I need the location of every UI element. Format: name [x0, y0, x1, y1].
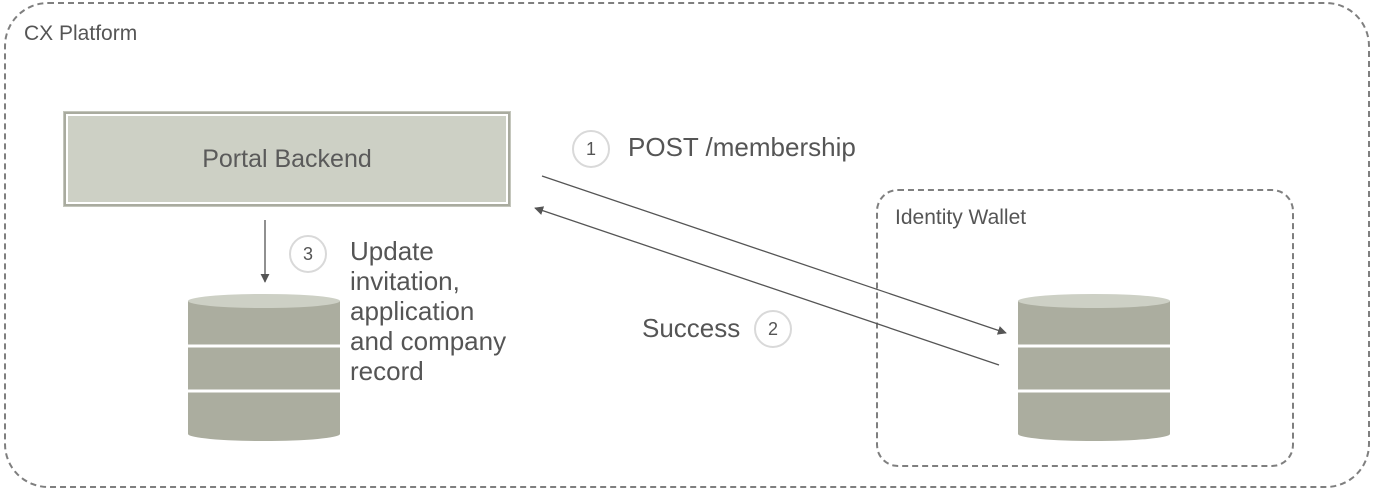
- identity-wallet-boundary: [876, 189, 1294, 467]
- wallet-database-icon: [1018, 294, 1170, 441]
- cx-platform-boundary: [4, 2, 1370, 488]
- portal-backend-box[interactable]: Portal Backend: [64, 112, 510, 206]
- step-3-label: Update invitation, application and compa…: [350, 236, 507, 386]
- step-3-badge: 3: [289, 235, 327, 273]
- step-1-label: POST /membership: [628, 132, 856, 162]
- step-2-label: Success: [642, 313, 741, 343]
- portal-backend-label: Portal Backend: [202, 144, 372, 173]
- success-arrow: [534, 206, 1000, 366]
- step-1-badge: 1: [572, 130, 610, 168]
- step-2-badge: 2: [754, 310, 792, 348]
- portal-database-icon: [188, 294, 340, 441]
- identity-wallet-label: Identity Wallet: [895, 206, 1027, 229]
- post-membership-arrow: [541, 175, 1007, 335]
- cx-platform-label: CX Platform: [24, 22, 138, 45]
